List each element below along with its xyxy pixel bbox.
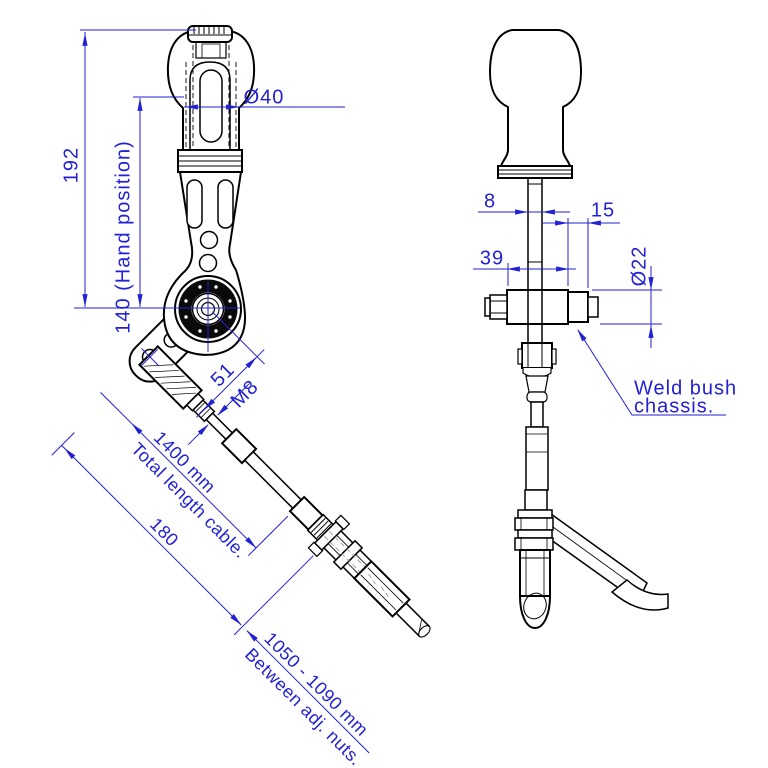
lever-shaft-side — [527, 178, 543, 343]
outer-tube-side — [519, 549, 551, 597]
cable-side — [514, 401, 669, 630]
dimensions-cable: 51 M8 1400 mm Total length cable. 180 10… — [51, 311, 372, 768]
arm-hole-upper — [199, 230, 219, 250]
dimensions-side: 8 15 39 Ø22 — [473, 190, 662, 348]
dimensions-front: 192 140 (Hand position) Ø40 — [60, 29, 345, 352]
bush-body — [506, 289, 569, 325]
side-view: 8 15 39 Ø22 Weld bush chassis. — [473, 29, 737, 630]
hidden-cable-lines — [323, 530, 389, 597]
sleeve-ring-lines — [310, 517, 332, 539]
tube-side — [525, 426, 549, 491]
tube-end-cap — [518, 595, 552, 630]
clevis-side — [517, 342, 557, 403]
dim-grip-diameter-label: Ø40 — [244, 86, 285, 108]
adjuster-flange-side-2 — [517, 529, 553, 539]
dim-pivot-to-clevis-label: 51 — [207, 359, 240, 392]
push-button-cap — [187, 25, 233, 43]
dim-travel-label: 180 — [146, 514, 182, 550]
cable-housing — [352, 559, 411, 618]
arm-slot-right — [217, 179, 234, 229]
bush-left-hex — [489, 294, 508, 320]
bush-right-cylinder — [567, 291, 589, 323]
bearing-balls — [184, 285, 232, 333]
tube-end-face — [523, 592, 547, 620]
sleeve-side — [524, 489, 548, 511]
front-view: 192 140 (Hand position) Ø40 51 M8 — [51, 25, 431, 768]
rod-side — [530, 401, 544, 428]
cable-inner-tube — [243, 450, 303, 510]
dim-bush-length-label: 39 — [480, 247, 504, 269]
knob-outline — [166, 30, 256, 151]
dim-hand-position-label: 140 (Hand position) — [112, 140, 134, 334]
dim-overall-height-label: 192 — [60, 147, 82, 183]
clevis-block — [521, 342, 553, 369]
dim-bush-diameter-label: Ø22 — [628, 246, 650, 287]
handle-knob — [166, 25, 256, 173]
weld-callout-line1: Weld bush — [634, 377, 737, 399]
lever-arm — [162, 171, 247, 356]
bracket-foot — [610, 579, 669, 611]
weld-callout-line2: chassis. — [634, 395, 714, 417]
adjuster-flange-side-1 — [517, 509, 553, 519]
grip-slot — [199, 69, 223, 143]
knob-side — [488, 29, 583, 179]
weld-callout: Weld bush chassis. — [577, 329, 737, 417]
arm-slot-left — [186, 179, 203, 229]
button-ribs — [189, 27, 231, 36]
dim-lever-thickness-label: 8 — [484, 190, 496, 212]
knob-side-outline — [488, 29, 583, 167]
mounting-bracket — [546, 512, 669, 611]
pivot-bush — [484, 289, 599, 325]
housing-end-tube — [395, 602, 430, 637]
dim-bush-end-length-label: 15 — [591, 199, 615, 221]
knob-side-collar — [497, 165, 573, 179]
bush-end-cap — [587, 296, 599, 318]
housing-end-opening — [418, 625, 431, 638]
arm-hole-lower — [198, 253, 218, 273]
